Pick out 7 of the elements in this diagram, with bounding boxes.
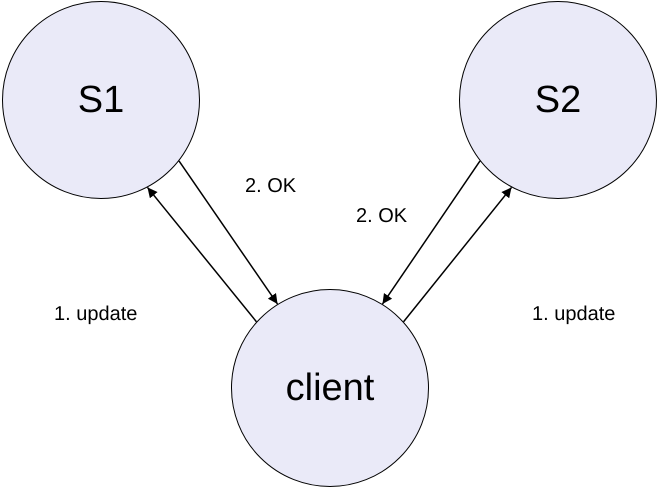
arrow — [382, 160, 481, 304]
arrow — [402, 186, 512, 322]
node-label: S1 — [78, 78, 124, 122]
node-label: S2 — [534, 78, 582, 122]
arrow — [178, 160, 278, 304]
arrow — [146, 186, 258, 322]
node-label: client — [286, 366, 374, 410]
